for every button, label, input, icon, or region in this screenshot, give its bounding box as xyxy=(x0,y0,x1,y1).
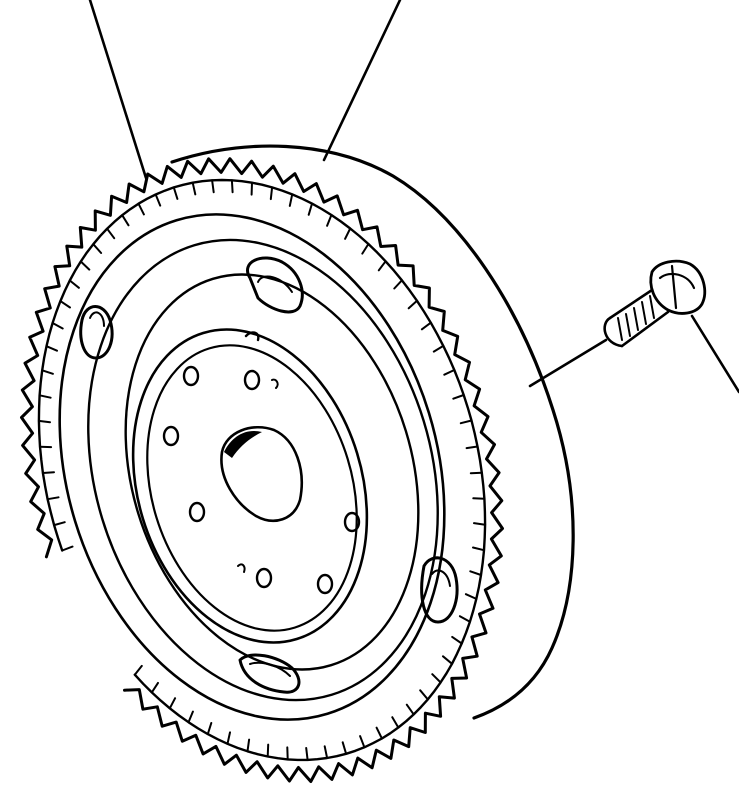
oblong-hole-top xyxy=(246,256,304,314)
flywheel-rim xyxy=(170,144,575,720)
dowel-holes xyxy=(79,256,459,694)
oblong-hole-right xyxy=(420,556,459,624)
center-bore xyxy=(220,425,304,522)
hex-bolt xyxy=(603,259,707,348)
oblong-hole-left xyxy=(79,305,114,360)
flywheel-face xyxy=(58,213,446,721)
oblong-hole-bottom xyxy=(238,653,301,694)
ring-gear xyxy=(20,157,504,783)
leader-lines xyxy=(88,0,739,394)
hub-bolt-holes xyxy=(162,331,361,595)
